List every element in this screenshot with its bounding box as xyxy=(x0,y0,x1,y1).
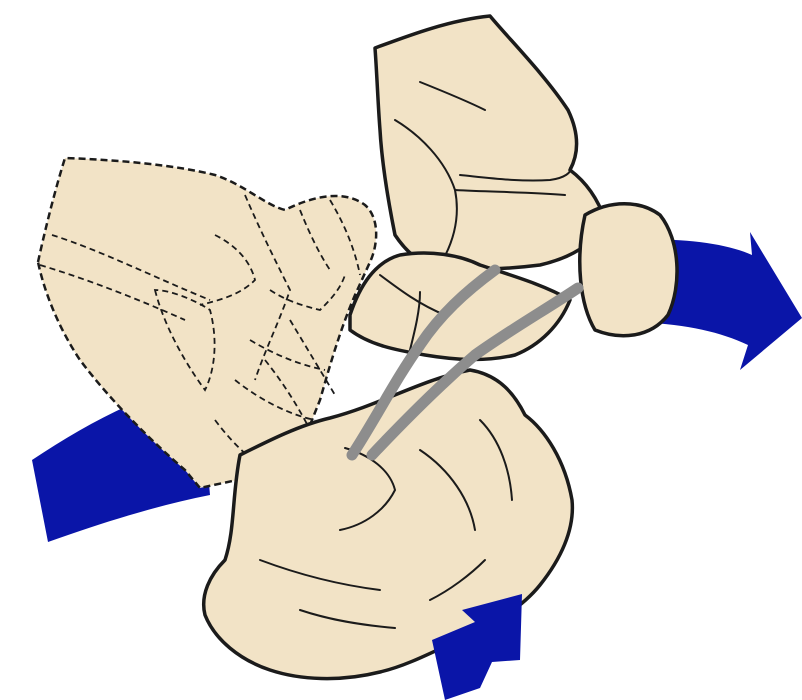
heel-process xyxy=(580,204,677,336)
tibia-fibula-bone xyxy=(375,16,605,269)
